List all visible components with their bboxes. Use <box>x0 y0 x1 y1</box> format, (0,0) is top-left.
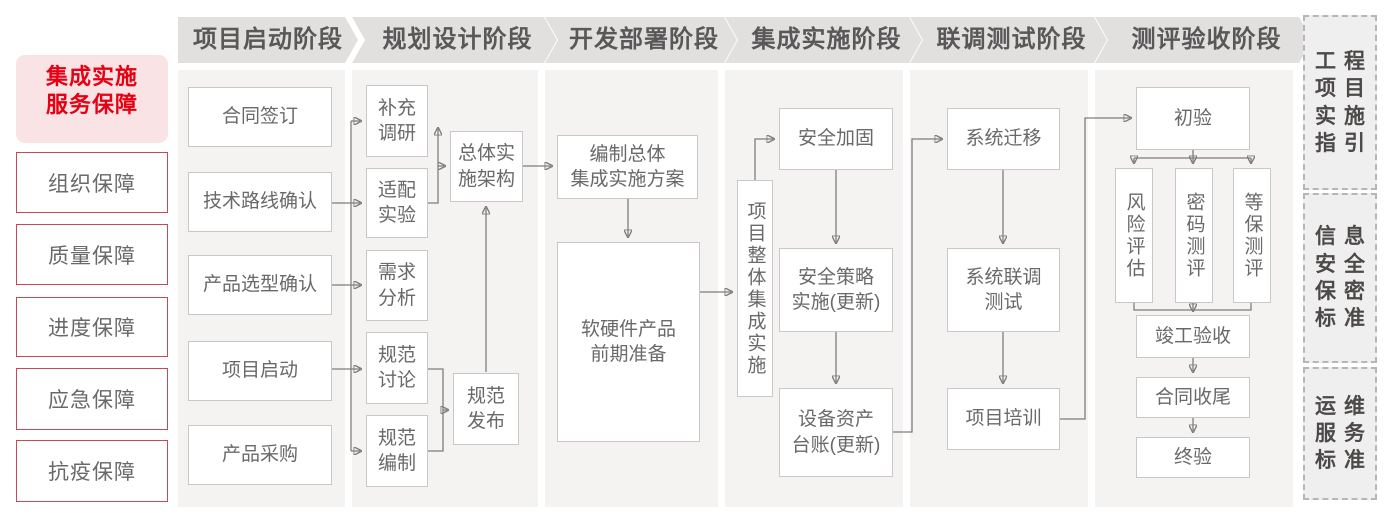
node-asset-ledger-update: 设备资产 台账(更新) <box>779 388 893 477</box>
node-project-training: 项目培训 <box>947 388 1060 450</box>
node-spec-discussion: 规范 讨论 <box>366 332 428 404</box>
sidebar-item-quality-guarantee: 质量保障 <box>16 224 168 285</box>
stage-header-joint-debug-test: 联调测试阶段 <box>910 17 1107 63</box>
sidebar-item-emergency-guarantee: 应急保障 <box>16 368 168 430</box>
node-completion-acceptance: 竣工验收 <box>1136 315 1250 358</box>
node-spec-release: 规范 发布 <box>453 373 519 445</box>
node-hw-sw-preparation: 软硬件产品 前期准备 <box>557 242 700 442</box>
stage-header-planning-design: 规划设计阶段 <box>352 17 557 63</box>
node-overall-impl-architecture: 总体实 施架构 <box>450 131 523 202</box>
node-risk-assessment: 风险评估 <box>1115 168 1153 303</box>
node-system-migration: 系统迁移 <box>947 108 1060 170</box>
node-final-acceptance: 终验 <box>1136 437 1250 478</box>
node-security-policy-implementation: 安全策略 实施(更新) <box>779 248 893 332</box>
node-adaptation-test: 适配 实验 <box>366 168 428 238</box>
node-supplementary-research: 补充 调研 <box>366 85 428 157</box>
node-security-hardening: 安全加固 <box>779 108 893 170</box>
stage-header-project-initiation: 项目启动阶段 <box>178 17 358 63</box>
ref-engineering-project-implementation-guide: 工程 项目 实施 指引 <box>1303 15 1377 190</box>
node-requirement-analysis: 需求 分析 <box>366 250 428 321</box>
node-product-procurement: 产品采购 <box>188 425 332 485</box>
stage-header-evaluation-acceptance: 测评验收阶段 <box>1095 17 1312 63</box>
node-project-overall-integration: 项目整体集成实施 <box>737 180 773 397</box>
node-contract-signing: 合同签订 <box>188 87 332 147</box>
node-system-joint-test: 系统联调 测试 <box>947 248 1060 332</box>
ref-om-service-standard: 运维 服务 标准 <box>1303 367 1377 500</box>
sidebar-item-pandemic-guarantee: 抗疫保障 <box>16 440 168 502</box>
node-product-selection-confirm: 产品选型确认 <box>188 255 332 315</box>
node-contract-closure: 合同收尾 <box>1136 377 1250 418</box>
node-project-kickoff: 项目启动 <box>188 341 332 401</box>
node-preliminary-acceptance: 初验 <box>1136 87 1250 150</box>
node-classified-protection-testing: 等保测评 <box>1233 168 1271 303</box>
sidebar-item-schedule-guarantee: 进度保障 <box>16 297 168 357</box>
sidebar-item-organization-guarantee: 组织保障 <box>16 152 168 213</box>
node-tech-route-confirm: 技术路线确认 <box>188 172 332 232</box>
node-spec-drafting: 规范 编制 <box>366 415 428 487</box>
node-overall-integration-plan: 编制总体 集成实施方案 <box>557 135 698 199</box>
stage-header-integration-implementation: 集成实施阶段 <box>725 17 922 63</box>
sidebar-title-integration-service-guarantee: 集成实施 服务保障 <box>16 55 168 143</box>
ref-info-security-confidentiality-standard: 信息 安全 保密 标准 <box>1303 193 1377 363</box>
node-crypto-testing: 密码测评 <box>1175 168 1213 303</box>
stage-header-develop-deploy: 开发部署阶段 <box>545 17 737 63</box>
